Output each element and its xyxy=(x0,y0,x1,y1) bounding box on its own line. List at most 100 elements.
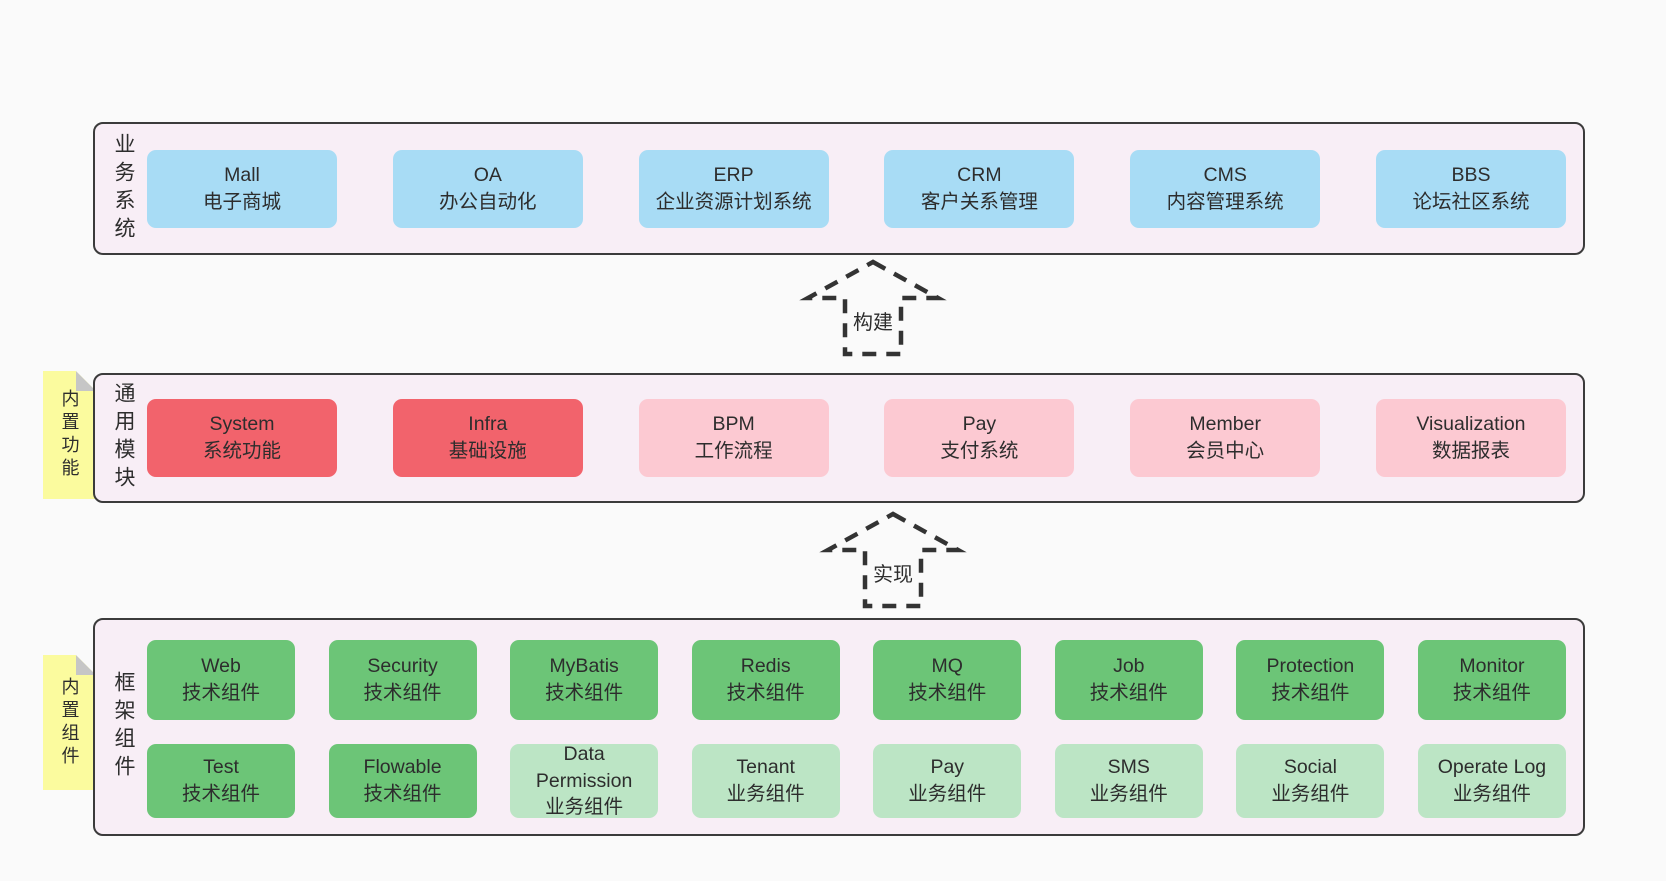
module-box-title: MQ xyxy=(931,655,963,678)
build-arrow-label: 构建 xyxy=(849,305,897,336)
build-arrow: 构建 xyxy=(798,258,948,358)
up-arrow-icon xyxy=(819,511,967,609)
module-box-subtitle: 会员中心 xyxy=(1186,440,1265,462)
module-box-subtitle: 企业资源计划系统 xyxy=(655,190,812,213)
module-box-data-permission: Data Permission 业务组件 xyxy=(510,742,659,819)
module-box-subtitle: 技术组件 xyxy=(1271,682,1350,704)
module-box-erp: ERP 企业资源计划系统 xyxy=(638,149,829,228)
builtin-components-note-label: 内置组件 xyxy=(59,676,80,769)
module-box-mq: MQ 技术组件 xyxy=(873,640,1022,720)
implement-arrow-label: 实现 xyxy=(869,557,917,588)
module-box-subtitle: 论坛社区系统 xyxy=(1412,190,1530,213)
builtin-components-note: 内置组件 xyxy=(43,655,96,790)
panel-business-label: 业务系统 xyxy=(112,132,135,245)
module-box-subtitle: 技术组件 xyxy=(1089,682,1168,704)
module-box-subtitle: 业务组件 xyxy=(545,796,624,819)
module-box-pay: Pay 支付系统 xyxy=(884,399,1075,477)
module-box-subtitle: 业务组件 xyxy=(726,783,805,805)
module-box-subtitle: 技术组件 xyxy=(1452,682,1531,704)
module-box-mybatis: MyBatis 技术组件 xyxy=(510,640,659,720)
module-box-title: OA xyxy=(473,163,502,186)
module-box-title: Monitor xyxy=(1459,655,1525,678)
implement-arrow: 实现 xyxy=(818,510,968,610)
module-box-title: Social xyxy=(1283,756,1337,779)
module-box-flowable: Flowable 技术组件 xyxy=(328,744,477,818)
module-box-subtitle: 支付系统 xyxy=(940,440,1019,462)
module-box-redis: Redis 技术组件 xyxy=(691,640,840,720)
module-box-title: Member xyxy=(1189,413,1261,436)
module-box-title: Redis xyxy=(740,655,791,678)
module-box-subtitle: 业务组件 xyxy=(1452,783,1531,805)
panel-framework-label: 框架组件 xyxy=(112,671,135,783)
module-box-pay: Pay 业务组件 xyxy=(873,744,1022,818)
module-box-member: Member 会员中心 xyxy=(1130,399,1321,477)
module-box-title: Tenant xyxy=(736,756,795,779)
module-box-subtitle: 基础设施 xyxy=(448,440,527,462)
module-box-title: Data Permission xyxy=(535,742,633,792)
module-box-protection: Protection 技术组件 xyxy=(1236,640,1385,720)
module-box-title: SMS xyxy=(1107,756,1150,779)
module-box-subtitle: 技术组件 xyxy=(363,783,442,805)
module-box-title: Visualization xyxy=(1416,413,1526,436)
module-box-subtitle: 业务组件 xyxy=(1089,783,1168,805)
module-box-cms: CMS 内容管理系统 xyxy=(1130,149,1321,228)
module-box-title: Mall xyxy=(224,163,260,186)
module-box-title: Operate Log xyxy=(1437,756,1547,779)
module-box-title: MyBatis xyxy=(549,655,619,678)
module-box-social: Social 业务组件 xyxy=(1236,744,1385,818)
module-box-title: ERP xyxy=(713,163,754,186)
builtin-features-note-label: 内置功能 xyxy=(59,389,80,481)
module-box-title: Protection xyxy=(1266,655,1355,678)
module-box-tenant: Tenant 业务组件 xyxy=(691,744,840,818)
module-box-title: Pay xyxy=(962,413,997,436)
module-box-sms: SMS 业务组件 xyxy=(1054,744,1203,818)
module-box-title: CMS xyxy=(1203,163,1247,186)
module-box-title: CRM xyxy=(957,163,1002,186)
panel-common-label: 通用模块 xyxy=(112,382,135,494)
module-box-crm: CRM 客户关系管理 xyxy=(884,149,1075,228)
module-box-subtitle: 电子商城 xyxy=(202,190,281,213)
module-box-title: Pay xyxy=(930,756,965,779)
module-box-subtitle: 客户关系管理 xyxy=(920,190,1038,213)
module-box-subtitle: 技术组件 xyxy=(181,682,260,704)
up-arrow-icon xyxy=(799,259,947,357)
module-box-subtitle: 内容管理系统 xyxy=(1166,190,1284,213)
module-box-title: BBS xyxy=(1451,163,1491,186)
module-box-monitor: Monitor 技术组件 xyxy=(1417,640,1566,720)
module-box-subtitle: 业务组件 xyxy=(908,783,987,805)
module-box-subtitle: 系统功能 xyxy=(202,440,281,462)
module-box-title: Web xyxy=(201,655,241,678)
module-box-subtitle: 技术组件 xyxy=(726,682,805,704)
builtin-features-note: 内置功能 xyxy=(43,371,96,499)
module-box-subtitle: 工作流程 xyxy=(694,440,773,462)
module-box-mall: Mall 电子商城 xyxy=(147,149,337,228)
module-box-subtitle: 技术组件 xyxy=(908,682,987,704)
module-box-title: Flowable xyxy=(363,756,442,779)
module-box-title: Job xyxy=(1113,655,1145,678)
module-box-visualization: Visualization 数据报表 xyxy=(1375,399,1566,477)
module-box-system: System 系统功能 xyxy=(147,399,337,477)
module-box-job: Job 技术组件 xyxy=(1054,640,1203,720)
module-box-title: Security xyxy=(367,655,438,678)
module-box-web: Web 技术组件 xyxy=(147,640,295,720)
module-box-operate-log: Operate Log 业务组件 xyxy=(1417,744,1566,818)
module-box-subtitle: 业务组件 xyxy=(1271,783,1350,805)
module-box-title: System xyxy=(209,413,275,436)
module-box-bbs: BBS 论坛社区系统 xyxy=(1375,149,1566,228)
module-box-title: Infra xyxy=(468,413,508,436)
module-box-subtitle: 技术组件 xyxy=(545,682,624,704)
module-box-title: Test xyxy=(203,756,239,779)
module-box-subtitle: 数据报表 xyxy=(1431,440,1510,462)
